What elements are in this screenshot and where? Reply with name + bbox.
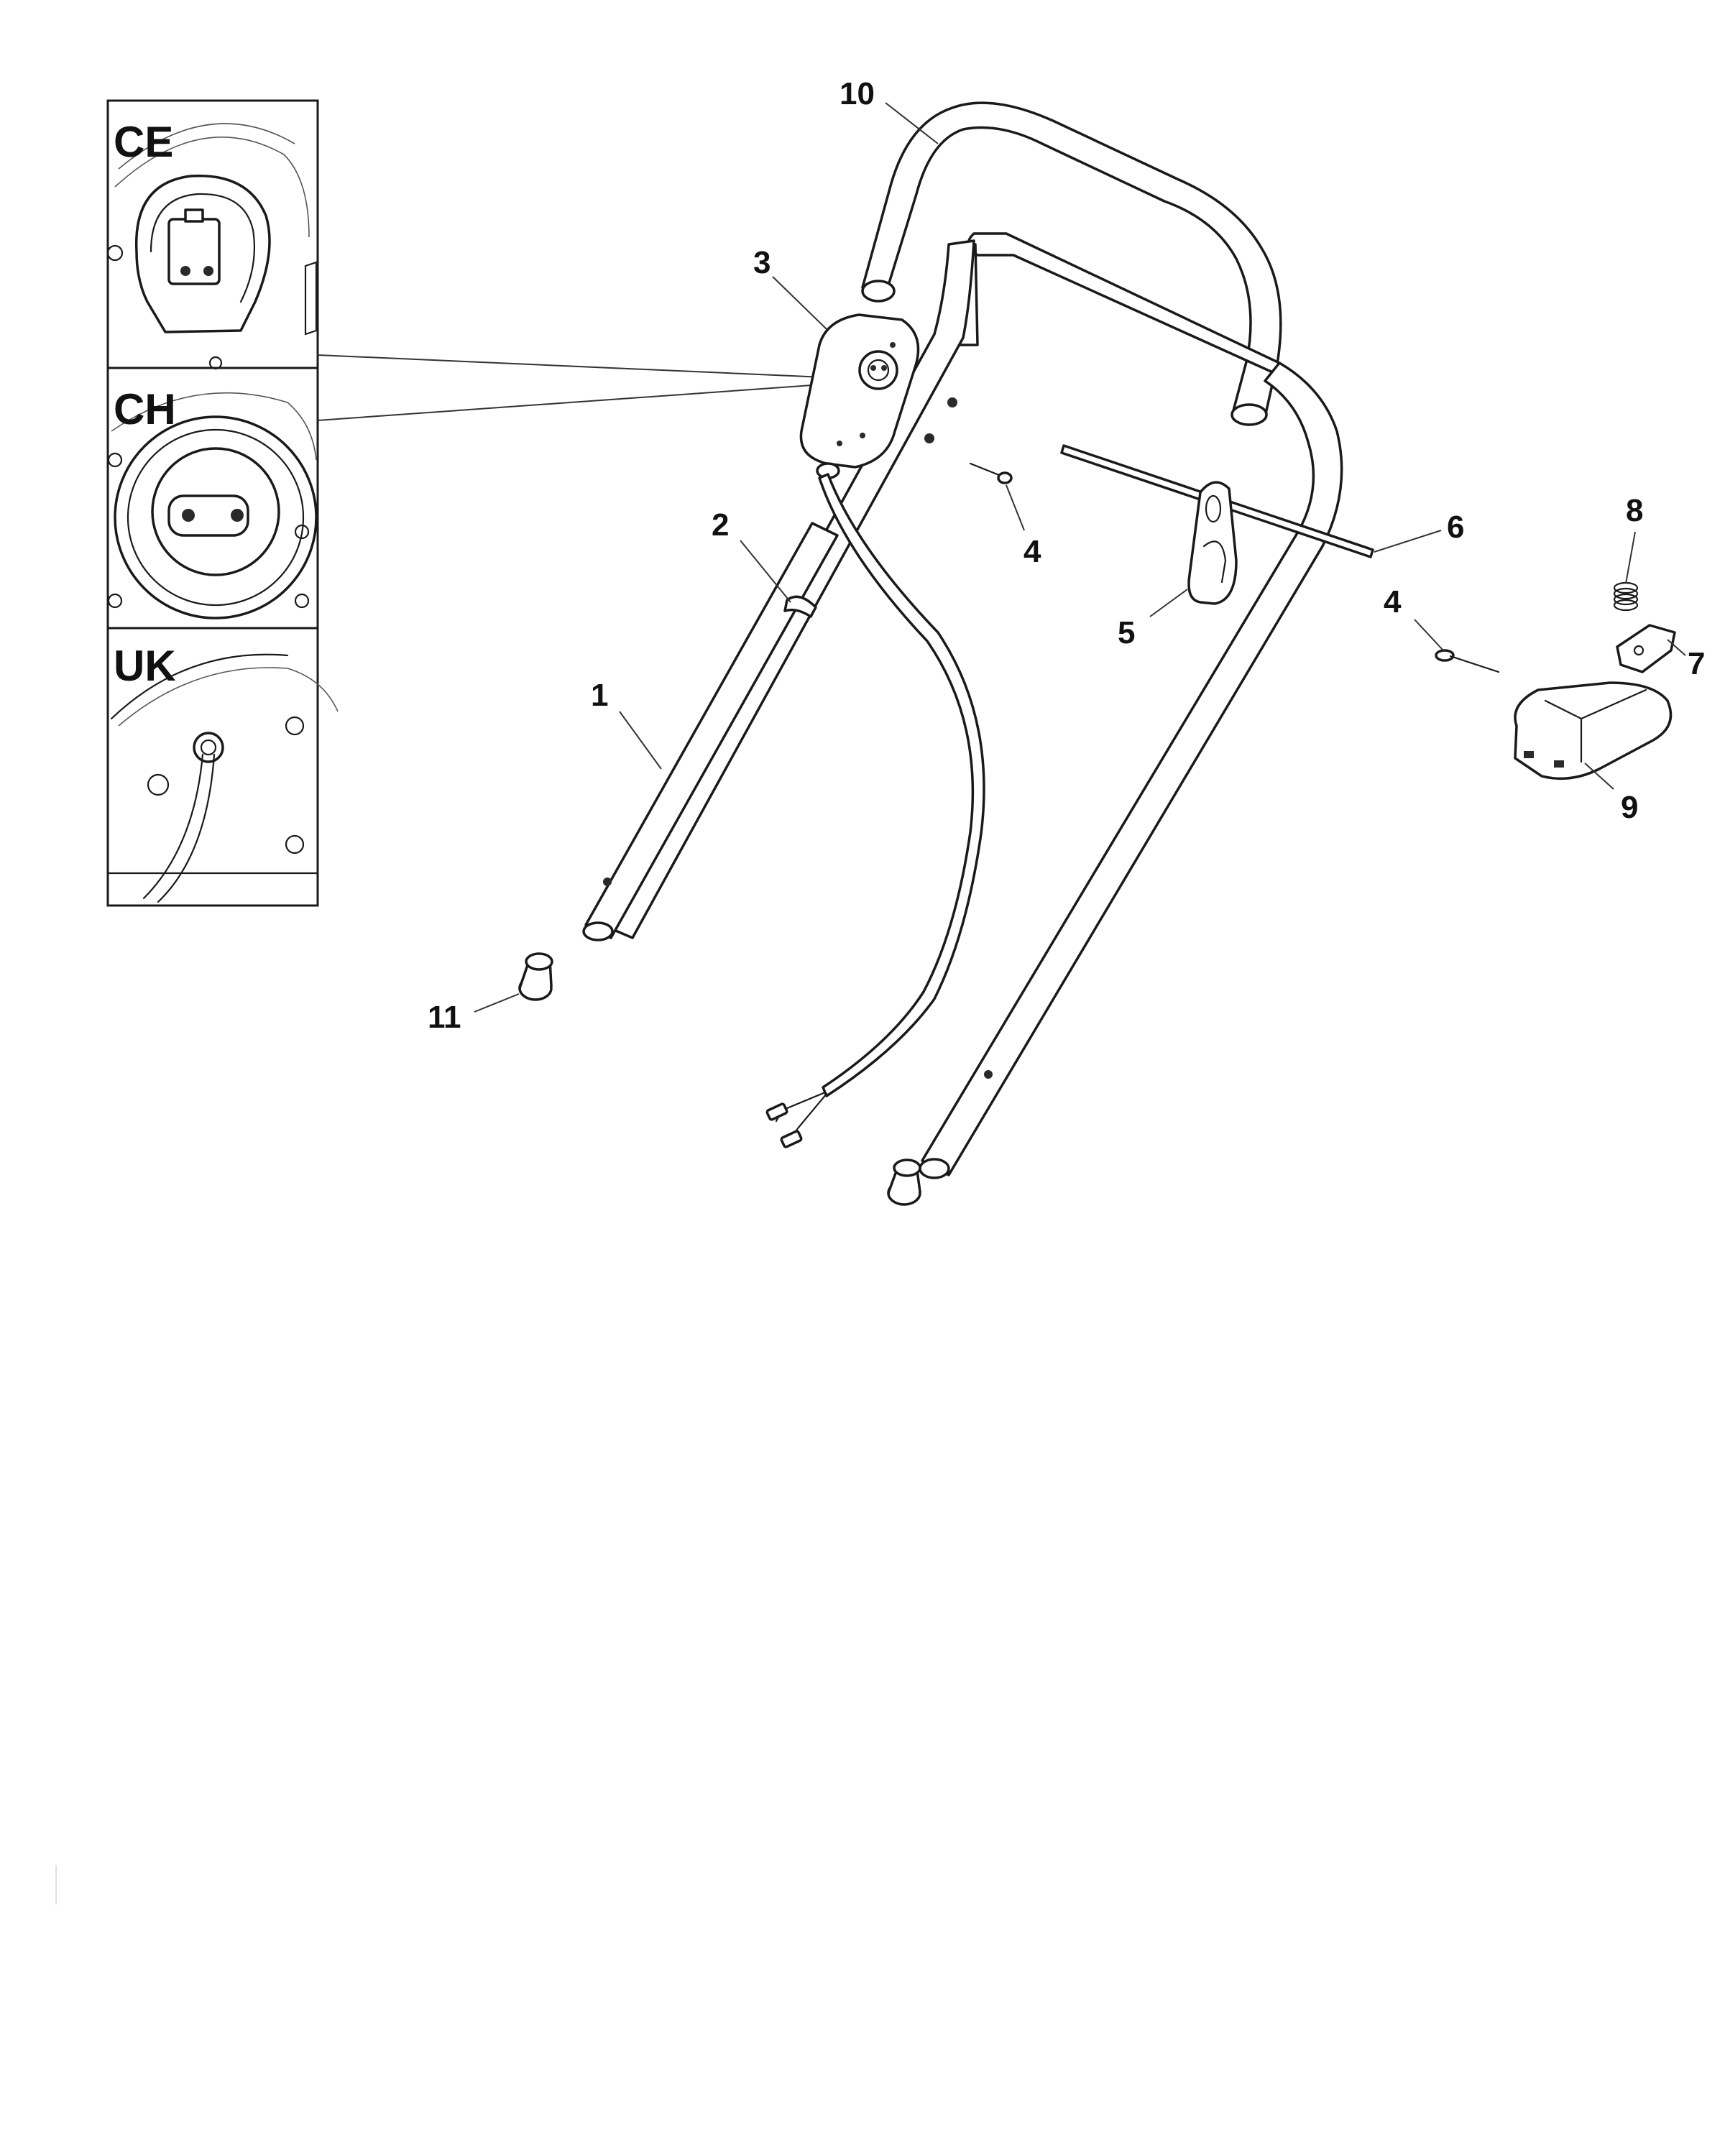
plug-variant-insets [106, 99, 874, 907]
ce-socket-drawing [106, 123, 318, 370]
part-1-lower-tube [582, 522, 839, 941]
part-2-cable-clip [783, 595, 817, 618]
callout-10: 10 [840, 76, 875, 111]
callout-11: 11 [428, 1000, 461, 1035]
callout-leaders [474, 102, 1686, 1013]
callout-6: 6 [1447, 510, 1464, 545]
callout-7: 7 [1688, 646, 1705, 681]
callout-3: 3 [753, 245, 770, 280]
callout-4-upper: 4 [1024, 534, 1041, 569]
inset-label-uk: UK [114, 642, 176, 690]
part-11-end-plug-right [887, 1158, 921, 1206]
part-8-spring [1613, 581, 1639, 612]
callout-4-lower: 4 [1384, 584, 1402, 619]
part-4-screw-lower [1435, 649, 1500, 673]
part-7-latch [1616, 624, 1676, 673]
callout-2: 2 [712, 507, 729, 543]
part-9-bracket [1514, 681, 1673, 780]
part-10-upper-handle [861, 101, 1282, 426]
callout-1: 1 [591, 678, 608, 713]
uk-socket-drawing [106, 653, 339, 903]
callout-8: 8 [1626, 493, 1643, 528]
part-5-cord-hook [1187, 481, 1238, 605]
part-4-screw-upper [969, 462, 1013, 484]
part-3-switch-box [799, 313, 920, 479]
callout-5: 5 [1118, 615, 1135, 650]
inset-label-ch: CH [114, 385, 176, 433]
part-11-end-plug [518, 952, 553, 1001]
callout-9: 9 [1621, 790, 1638, 825]
power-cable [765, 473, 985, 1148]
ch-socket-drawing [107, 392, 318, 619]
inset-leader-line [317, 380, 874, 421]
inset-leader-line [317, 354, 874, 380]
inset-label-ce: CE [114, 118, 173, 166]
